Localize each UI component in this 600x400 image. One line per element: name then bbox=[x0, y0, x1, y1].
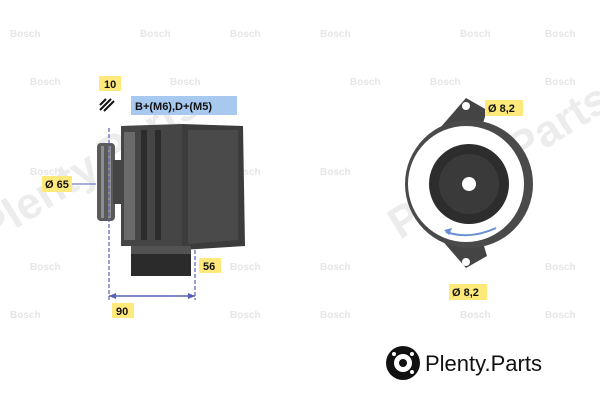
label-pulley-diameter: Ø 65 bbox=[42, 176, 72, 192]
bosch-watermark-grid: Bosch Bosch Bosch Bosch Bosch Bosch Bosc… bbox=[10, 29, 576, 321]
housing-highlight bbox=[124, 132, 135, 240]
label-background bbox=[42, 176, 72, 192]
plentyparts-logo: Plenty.Parts bbox=[386, 346, 542, 380]
watermark-text: Bosch bbox=[350, 77, 381, 88]
label-dim-height: 56 bbox=[199, 258, 221, 273]
watermark-text: Bosch bbox=[30, 77, 61, 88]
watermark-text: Bosch bbox=[545, 29, 576, 40]
watermark-text: Bosch bbox=[545, 77, 576, 88]
watermark-text: Bosch bbox=[30, 262, 61, 273]
arrow-head bbox=[109, 293, 116, 299]
watermark-text: Bosch bbox=[230, 310, 261, 321]
label-text: B+(M6),D+(M5) bbox=[135, 101, 212, 113]
watermark-text: Bosch bbox=[320, 262, 351, 273]
fan bbox=[113, 160, 123, 204]
label-text: Ø 65 bbox=[45, 179, 69, 191]
dimension-lines bbox=[68, 128, 196, 300]
label-background bbox=[485, 100, 523, 116]
watermark-text: Bosch bbox=[230, 167, 261, 178]
front-housing bbox=[121, 124, 184, 246]
label-background bbox=[449, 284, 487, 300]
housing-rib bbox=[141, 130, 147, 240]
label-background bbox=[131, 96, 237, 115]
watermark-text: Bosch bbox=[230, 262, 261, 273]
pulley-groove bbox=[101, 146, 104, 218]
watermark-text: Bosch bbox=[460, 29, 491, 40]
label-background bbox=[199, 258, 221, 273]
label-hole-bottom: Ø 8,2 bbox=[449, 284, 487, 300]
watermark-text: Bosch bbox=[545, 310, 576, 321]
watermark-text: Bosch bbox=[320, 29, 351, 40]
label-background bbox=[112, 303, 134, 318]
watermark-text: Bosch bbox=[140, 29, 171, 40]
watermark-text: Bosch bbox=[320, 167, 351, 178]
watermark-text: Bosch bbox=[170, 77, 201, 88]
label-connection: B+(M6),D+(M5) bbox=[131, 96, 237, 115]
brake-disc-icon bbox=[386, 346, 420, 380]
shaft-hole bbox=[462, 177, 476, 191]
watermark-text: Bosch bbox=[30, 167, 61, 178]
rear-housing-face bbox=[188, 130, 238, 244]
rotation-arrow bbox=[445, 227, 497, 237]
watermark-text: Bosch bbox=[460, 310, 491, 321]
label-text: 10 bbox=[104, 79, 116, 91]
watermark-text: Bosch bbox=[10, 310, 41, 321]
alternator-front-view bbox=[405, 98, 533, 268]
label-dim-top: 10 bbox=[99, 76, 121, 91]
mounting-foot bbox=[131, 252, 191, 276]
label-text: Ø 8,2 bbox=[488, 103, 515, 115]
brand-name: Plenty.Parts bbox=[425, 351, 542, 376]
label-background bbox=[99, 76, 121, 91]
alternator-side-view bbox=[97, 124, 245, 276]
watermark-text: Bosch bbox=[320, 310, 351, 321]
housing-rib bbox=[155, 130, 161, 240]
watermark-text: Bosch bbox=[10, 29, 41, 40]
mount-hole bbox=[462, 102, 470, 110]
watermark-text: Bosch bbox=[230, 29, 261, 40]
watermark-text: Bosch bbox=[545, 262, 576, 273]
label-text: 90 bbox=[116, 306, 128, 318]
arrow-head bbox=[188, 293, 195, 299]
mounting-foot-top bbox=[131, 246, 191, 254]
label-text: 56 bbox=[203, 261, 215, 273]
label-dim-length: 90 bbox=[112, 303, 134, 318]
hatch-icon bbox=[99, 98, 115, 112]
mount-hole bbox=[462, 258, 470, 266]
pulley bbox=[97, 143, 115, 221]
watermark-text: Bosch bbox=[430, 77, 461, 88]
label-hole-top: Ø 8,2 bbox=[485, 100, 523, 116]
label-text: Ø 8,2 bbox=[452, 287, 479, 299]
rotation-arrow-head bbox=[444, 228, 452, 235]
